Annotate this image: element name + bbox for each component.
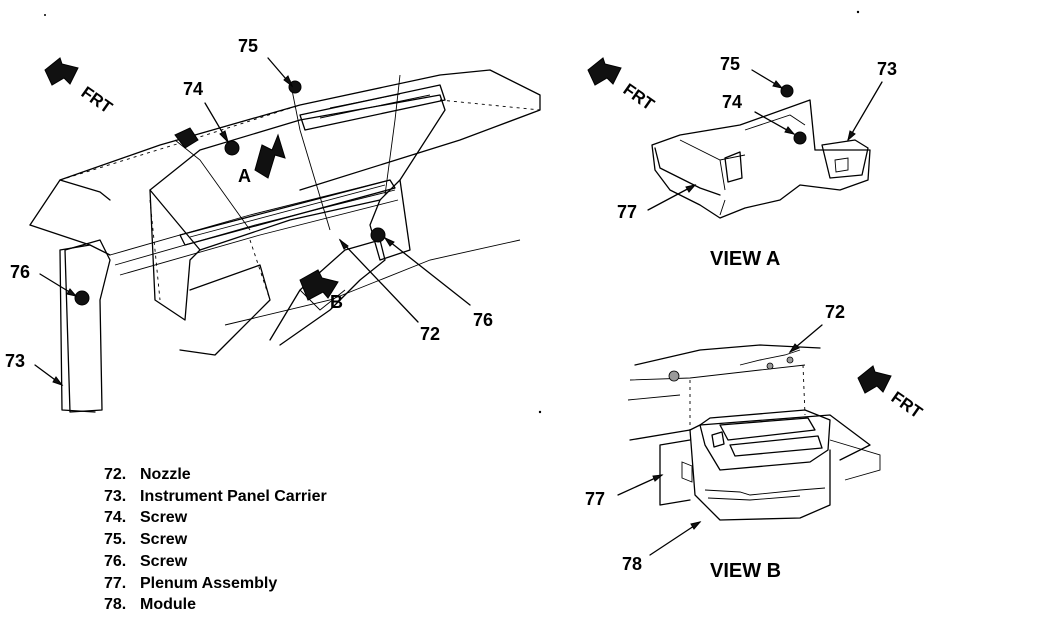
callout-77-view-a: 77	[617, 202, 637, 222]
view-a-callouts: 75 74 73 77	[617, 54, 897, 222]
legend-number: 78.	[104, 596, 127, 614]
callout-72-view-b: 72	[825, 302, 845, 322]
callout-73-view-a: 73	[877, 59, 897, 79]
callout-78-view-b: 78	[622, 554, 642, 574]
callout-74-view-a: 74	[722, 92, 742, 112]
front-direction-arrow-main: FRT	[44, 57, 116, 118]
front-direction-arrow-view-a: FRT	[587, 57, 658, 115]
legend-item: 78. Module	[104, 594, 327, 616]
callout-74-main: 74	[183, 79, 203, 99]
view-a-title: VIEW A	[710, 248, 780, 270]
view-b-callouts: 72 77 78	[585, 302, 845, 574]
legend-number: 77.	[104, 574, 127, 592]
view-letter-a: A	[238, 166, 251, 186]
view-b-title: VIEW B	[710, 560, 781, 582]
legend-label: Plenum Assembly	[140, 574, 278, 592]
view-letter-b: B	[330, 292, 343, 312]
callout-72-main: 72	[420, 324, 440, 344]
legend-item: 72. Nozzle	[104, 464, 327, 486]
legend-number: 76.	[104, 552, 127, 570]
view-b-drawing	[627, 344, 881, 521]
frt-label-main: FRT	[78, 83, 116, 118]
legend-label: Screw	[140, 509, 188, 527]
legend-item: 76. Screw	[104, 551, 327, 573]
legend-number: 73.	[104, 487, 127, 505]
view-b-arrow: B	[299, 269, 343, 312]
legend-label: Module	[140, 596, 196, 614]
legend-label: Screw	[140, 552, 188, 570]
callout-75-main: 75	[238, 36, 258, 56]
parts-legend: 72. Nozzle 73. Instrument Panel Carrier 74…	[104, 464, 327, 616]
legend-number: 75.	[104, 531, 127, 549]
front-direction-arrow-view-b: FRT	[857, 365, 926, 423]
legend-label: Screw	[140, 531, 188, 549]
legend-item: 77. Plenum Assembly	[104, 573, 327, 595]
main-assembly-drawing	[29, 10, 860, 414]
view-a-arrow: A	[238, 133, 286, 186]
callout-76-right: 76	[473, 310, 493, 330]
frt-label-view-a: FRT	[620, 80, 658, 115]
legend-item: 75. Screw	[104, 529, 327, 551]
legend-item: 73. Instrument Panel Carrier	[104, 486, 327, 508]
legend-label: Instrument Panel Carrier	[140, 487, 327, 505]
callout-77-view-b: 77	[585, 489, 605, 509]
legend-number: 72.	[104, 466, 127, 483]
view-a-drawing	[651, 84, 871, 219]
legend-item: 74. Screw	[104, 507, 327, 529]
callout-76-left: 76	[10, 262, 30, 282]
callout-75-view-a: 75	[720, 54, 740, 74]
legend-number: 74.	[104, 509, 127, 527]
callout-73-main: 73	[5, 351, 25, 371]
main-callouts: 75 74 76 73 72 76	[5, 36, 493, 386]
legend-label: Nozzle	[140, 466, 191, 483]
frt-label-view-b: FRT	[888, 388, 926, 423]
